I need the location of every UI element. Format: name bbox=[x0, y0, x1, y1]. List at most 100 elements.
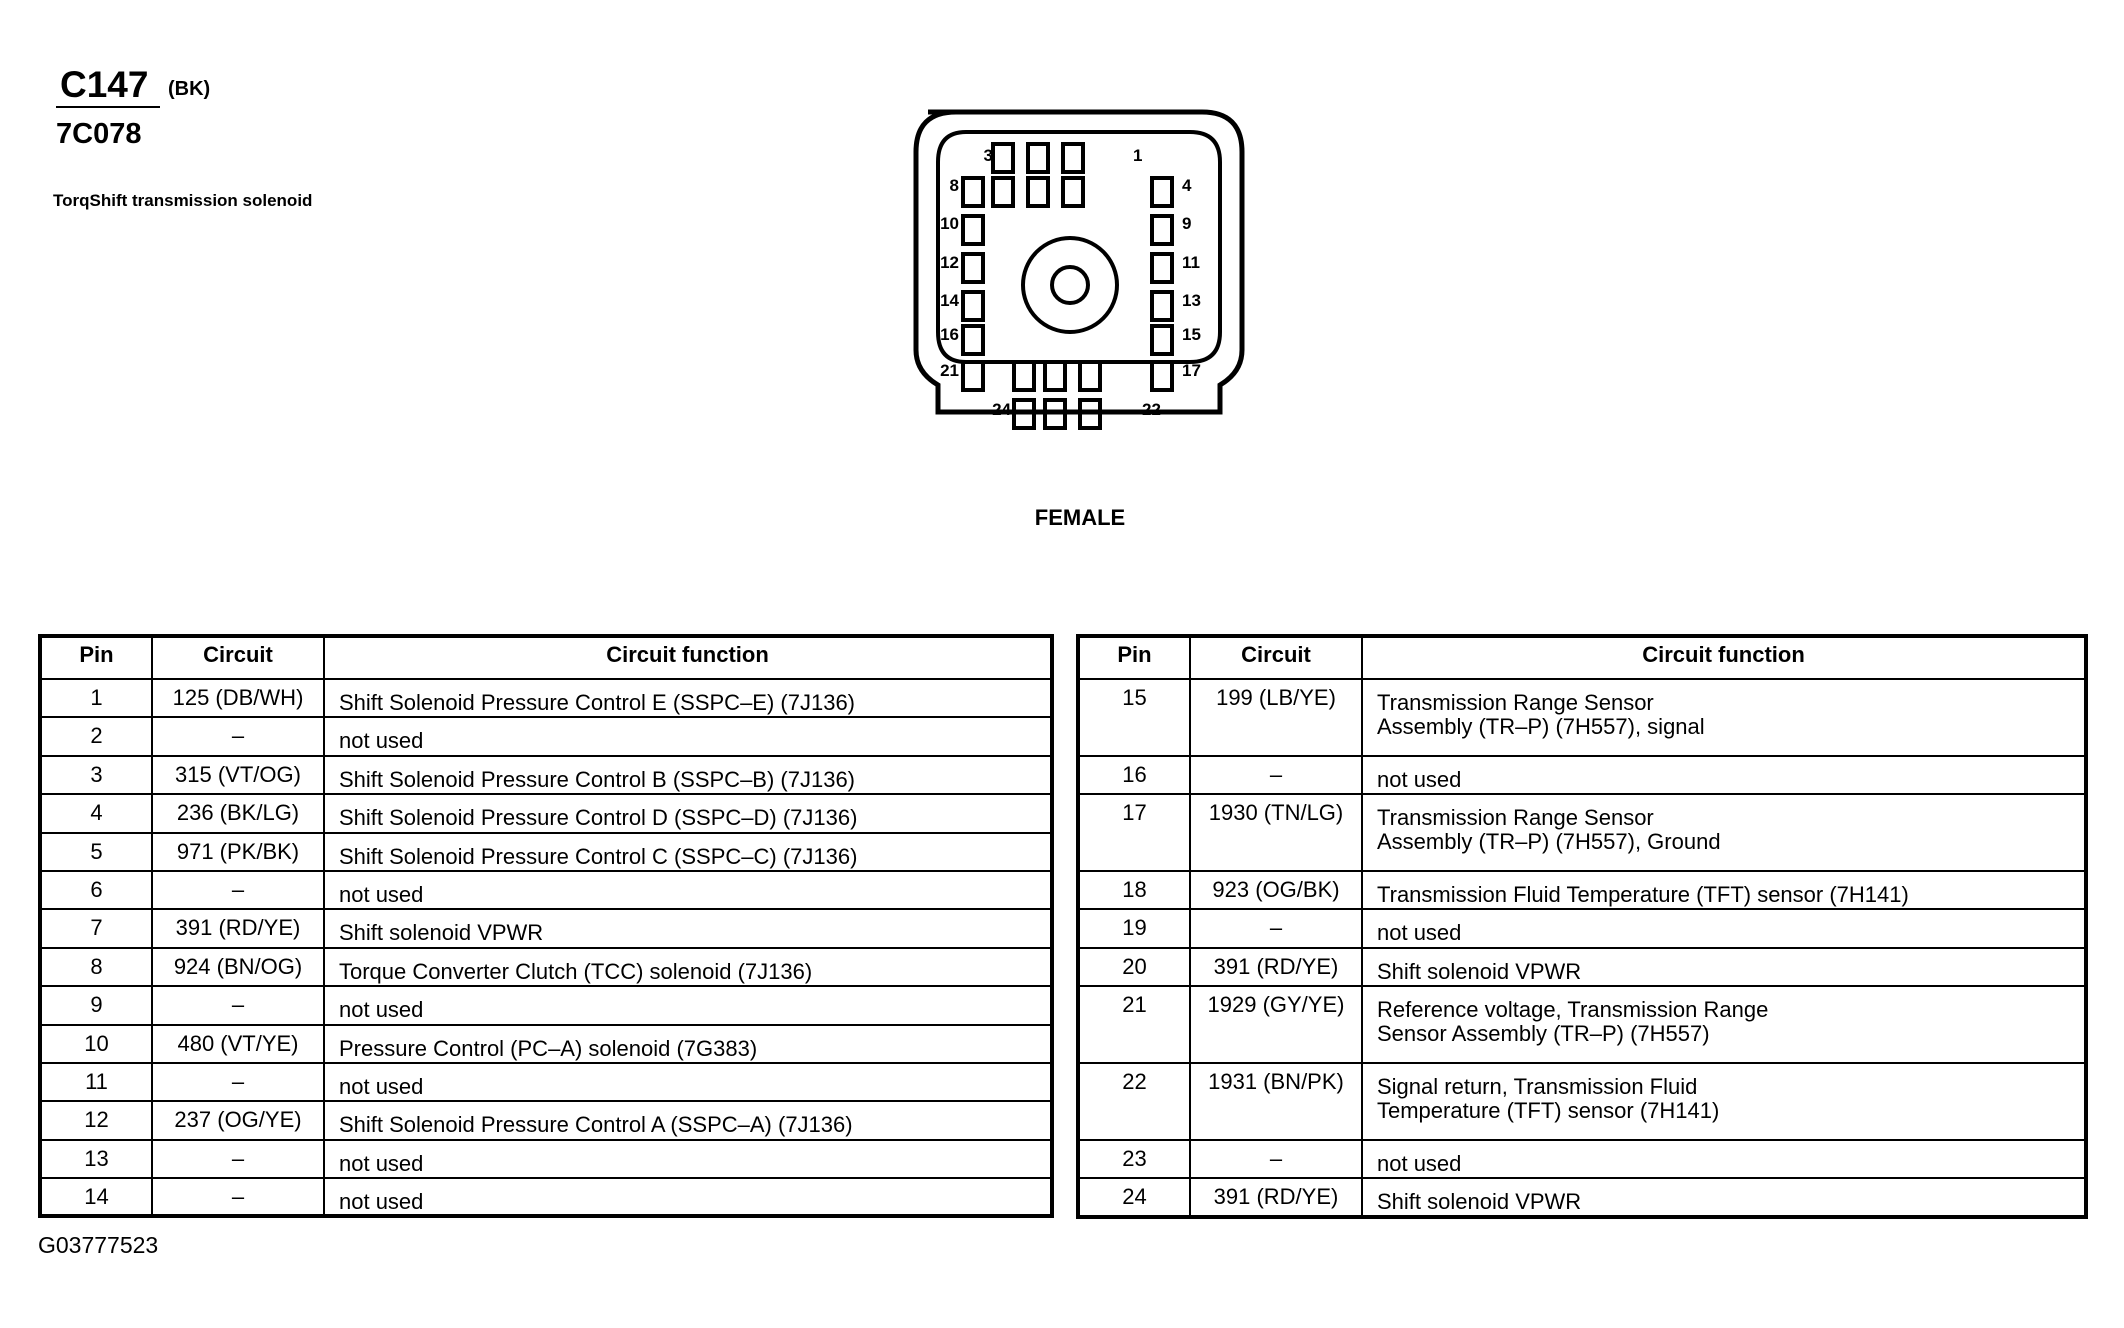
col-header-pin: Pin bbox=[1077, 635, 1191, 680]
circuit-cell: 924 (BN/OG) bbox=[151, 946, 325, 988]
function-cell: Shift solenoid VPWR bbox=[1361, 946, 2087, 988]
pin-cell: 14 bbox=[39, 1177, 153, 1218]
function-cell: not used bbox=[323, 716, 1053, 757]
function-cell: Shift Solenoid Pressure Control E (SSPC–… bbox=[323, 677, 1053, 719]
circuit-cell: – bbox=[151, 985, 325, 1026]
pin-label: 24 bbox=[992, 400, 1011, 419]
pin-cavity bbox=[1150, 360, 1174, 392]
circuit-cell: 480 (VT/YE) bbox=[151, 1023, 325, 1064]
table-row: 16–not used bbox=[1077, 754, 2087, 796]
col-header-function: Circuit function bbox=[323, 635, 1053, 680]
table-row: 19–not used bbox=[1077, 908, 2087, 949]
col-header-pin: Pin bbox=[39, 635, 153, 680]
function-cell: not used bbox=[1361, 754, 2087, 796]
pin-cell: 7 bbox=[39, 908, 153, 949]
pin-cavity bbox=[1150, 290, 1174, 322]
function-line: Shift solenoid VPWR bbox=[339, 920, 544, 946]
function-cell: not used bbox=[1361, 1138, 2087, 1180]
function-line: Assembly (TR–P) (7H557), Ground bbox=[1377, 829, 1721, 855]
function-line: not used bbox=[339, 1189, 424, 1215]
circuit-cell: 315 (VT/OG) bbox=[151, 754, 325, 796]
pin-label: 22 bbox=[1142, 400, 1161, 419]
connector-housing-inner bbox=[936, 130, 1222, 364]
pin-label: 14 bbox=[940, 291, 959, 310]
function-line: Shift solenoid VPWR bbox=[1377, 1189, 1582, 1215]
circuit-cell: 971 (PK/BK) bbox=[151, 831, 325, 872]
circuit-cell: 199 (LB/YE) bbox=[1189, 678, 1363, 757]
pin-cell: 8 bbox=[39, 946, 153, 988]
pin-cavities bbox=[961, 142, 1174, 430]
pin-cavity bbox=[961, 290, 985, 322]
pin-cavity bbox=[1043, 360, 1067, 392]
function-cell: not used bbox=[323, 985, 1053, 1026]
pin-cavity bbox=[1043, 398, 1067, 430]
function-line: Temperature (TFT) sensor (7H141) bbox=[1377, 1097, 1720, 1123]
pin-label: 10 bbox=[940, 214, 959, 233]
pin-cavity bbox=[1150, 252, 1174, 284]
pin-cavity bbox=[1150, 176, 1174, 208]
circuit-cell: 125 (DB/WH) bbox=[151, 677, 325, 719]
function-line: Sensor Assembly (TR–P) (7H557) bbox=[1377, 1021, 1710, 1047]
function-line: Shift Solenoid Pressure Control D (SSPC–… bbox=[339, 805, 858, 831]
function-cell: Shift solenoid VPWR bbox=[323, 908, 1053, 949]
circuit-cell: 391 (RD/YE) bbox=[1189, 1177, 1363, 1218]
function-line: Assembly (TR–P) (7H557), signal bbox=[1377, 714, 1705, 739]
connector-description: TorqShift transmission solenoid bbox=[53, 191, 313, 210]
function-cell: Shift Solenoid Pressure Control C (SSPC–… bbox=[323, 831, 1053, 872]
circuit-cell: – bbox=[151, 1061, 325, 1103]
pin-cell: 16 bbox=[1077, 754, 1191, 796]
function-line: not used bbox=[339, 997, 424, 1023]
pin-label: 3 bbox=[984, 146, 993, 165]
wire-color: (BK) bbox=[168, 78, 211, 100]
pin-label: 15 bbox=[1182, 325, 1201, 344]
function-cell: Torque Converter Clutch (TCC) solenoid (… bbox=[323, 946, 1053, 988]
circuit-cell: – bbox=[1189, 754, 1363, 796]
pin-cell: 18 bbox=[1077, 869, 1191, 911]
function-cell: Pressure Control (PC–A) solenoid (7G383) bbox=[323, 1023, 1053, 1064]
function-line: Pressure Control (PC–A) solenoid (7G383) bbox=[339, 1035, 758, 1061]
pin-cavity bbox=[1150, 214, 1174, 246]
function-cell: not used bbox=[323, 1177, 1053, 1218]
pin-label: 11 bbox=[1182, 253, 1200, 272]
function-line: not used bbox=[339, 728, 424, 754]
pin-cavity bbox=[1026, 176, 1050, 208]
pin-cavity bbox=[1078, 360, 1102, 392]
connector-face-diagram: 3 1 8 4 10 9 12 11 14 13 16 15 21 17 24 … bbox=[913, 109, 1245, 430]
pin-cell: 11 bbox=[39, 1061, 153, 1103]
circuit-cell: – bbox=[1189, 1138, 1363, 1180]
circuit-cell: 391 (RD/YE) bbox=[151, 908, 325, 949]
center-ring-inner bbox=[1050, 265, 1090, 305]
function-cell: not used bbox=[323, 1138, 1053, 1180]
figure-id: G03777523 bbox=[38, 1232, 159, 1258]
function-cell: not used bbox=[323, 1061, 1053, 1103]
pin-cell: 10 bbox=[39, 1023, 153, 1064]
function-cell: not used bbox=[1361, 908, 2087, 949]
pin-cell: 24 bbox=[1077, 1177, 1191, 1218]
pin-cavity bbox=[1150, 324, 1174, 356]
pin-cavity bbox=[961, 214, 985, 246]
function-line: not used bbox=[1377, 920, 1462, 946]
function-line: Shift Solenoid Pressure Control A (SSPC–… bbox=[339, 1112, 853, 1138]
table-row: 2–not used bbox=[39, 716, 1053, 757]
table-row: 6–not used bbox=[39, 869, 1053, 911]
pin-cell: 13 bbox=[39, 1138, 153, 1180]
pin-cell: 20 bbox=[1077, 946, 1191, 988]
function-line: Shift Solenoid Pressure Control E (SSPC–… bbox=[339, 690, 856, 715]
pin-label: 4 bbox=[1182, 176, 1192, 195]
table-row: 9–not used bbox=[39, 985, 1053, 1026]
function-line: Transmission Fluid Temperature (TFT) sen… bbox=[1377, 881, 1909, 907]
function-line: not used bbox=[1377, 1150, 1462, 1176]
function-line: Transmission Range Sensor bbox=[1377, 690, 1654, 715]
function-line: Shift Solenoid Pressure Control B (SSPC–… bbox=[339, 766, 856, 792]
